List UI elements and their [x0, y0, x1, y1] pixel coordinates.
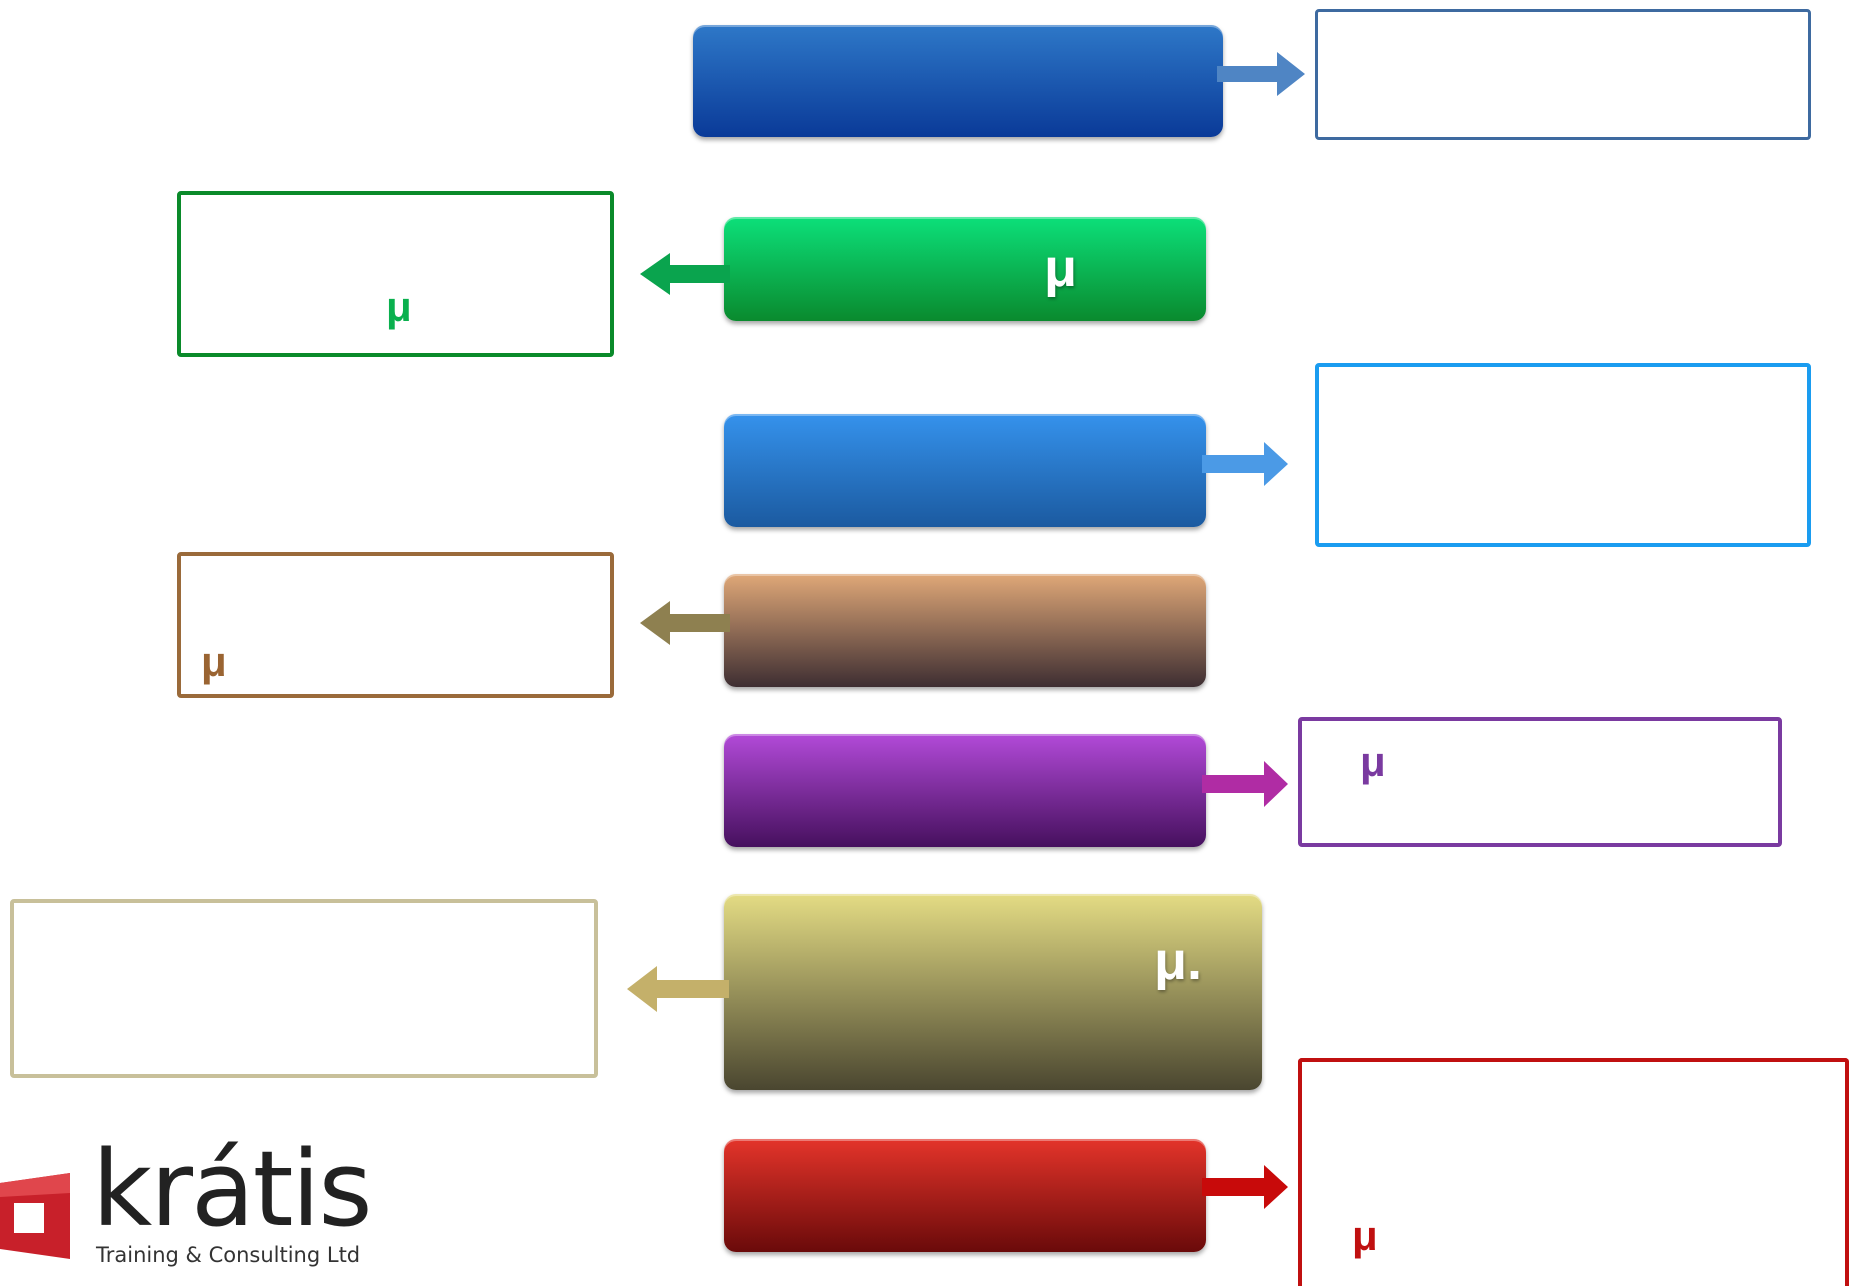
- box-7: μ: [1298, 1058, 1849, 1286]
- bar-2-label: μ: [1044, 238, 1078, 298]
- logo-tagline: Training & Consulting Ltd: [96, 1243, 361, 1267]
- arrow-right-icon: [1202, 761, 1288, 807]
- box-2-label: μ: [386, 283, 412, 330]
- arrow-right-icon: [1202, 442, 1288, 486]
- box-5: μ: [1298, 717, 1782, 847]
- bar-4: [724, 574, 1206, 687]
- arrow-left-icon: [627, 966, 729, 1012]
- arrow-left-icon: [640, 253, 730, 295]
- bar-6: μ.: [724, 894, 1262, 1090]
- logo-mark-icon: [0, 1173, 70, 1259]
- bar-3: [724, 414, 1206, 527]
- box-4: μ: [177, 552, 614, 698]
- box-5-label: μ: [1360, 738, 1386, 785]
- box-6: [10, 899, 598, 1078]
- box-4-label: μ: [201, 638, 227, 685]
- bar-2: μ: [724, 217, 1206, 321]
- box-1: [1315, 9, 1811, 140]
- bar-6-label: μ.: [1154, 931, 1203, 991]
- logo-wordmark: krátis: [92, 1128, 373, 1250]
- arrow-right-icon: [1217, 52, 1305, 96]
- arrow-left-icon: [640, 601, 730, 645]
- box-2: μ: [177, 191, 614, 357]
- bar-1: [693, 25, 1223, 137]
- arrow-right-icon: [1202, 1165, 1288, 1209]
- box-3: [1315, 363, 1811, 547]
- bar-7: [724, 1139, 1206, 1252]
- box-7-label: μ: [1352, 1212, 1378, 1259]
- bar-5: [724, 734, 1206, 847]
- kratis-logo: krátis Training & Consulting Ltd: [0, 1137, 373, 1283]
